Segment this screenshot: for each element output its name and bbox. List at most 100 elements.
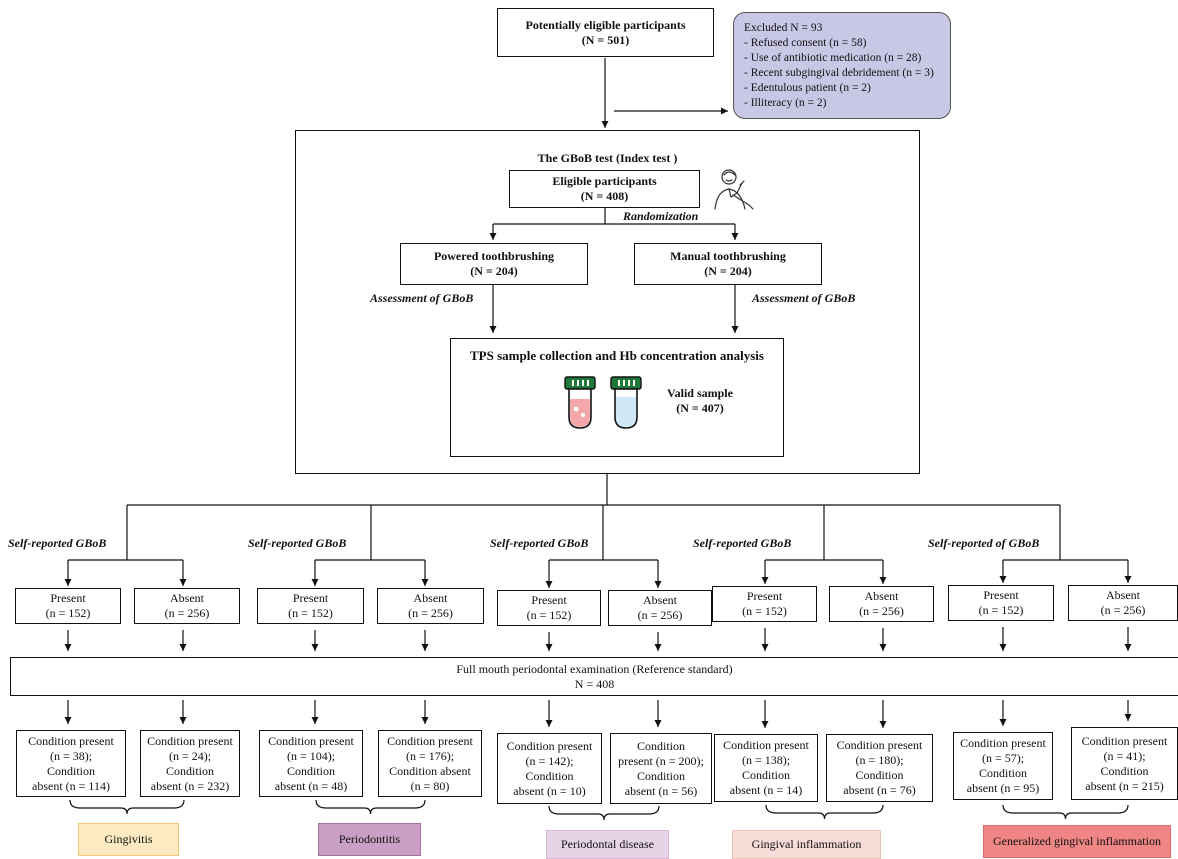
self-reported-label: Self-reported GBoB — [248, 536, 347, 550]
absent-box-line: Absent — [170, 591, 204, 605]
index-test-title: The GBoB test (Index test ) — [537, 151, 678, 165]
present-box-line: (n = 152) — [742, 604, 787, 618]
condition-absent-box-line: (n = 24); — [168, 748, 212, 763]
tps-box — [450, 338, 784, 457]
condition-absent-box-line: Condition — [636, 738, 685, 753]
condition-absent-box-line: (n = 180); — [855, 753, 904, 767]
potentially-eligible-n: (N = 501) — [581, 32, 630, 47]
excluded-header: Excluded N = 93 — [744, 22, 823, 34]
group-brace — [1002, 804, 1129, 820]
eligible-title: Eligible participants — [552, 174, 657, 188]
condition-present-box-line: Condition present — [506, 738, 593, 753]
potentially-eligible-title: Potentially eligible participants — [525, 17, 686, 32]
condition-absent-box-line: Condition — [1100, 763, 1149, 778]
present-box: Present(n = 152) — [15, 588, 121, 624]
reference-standard-box: Full mouth periodontal examination (Refe… — [10, 657, 1178, 696]
absent-box-line: (n = 256) — [1100, 603, 1146, 617]
present-box: Present(n = 152) — [497, 590, 601, 626]
blue-test-tube-icon — [610, 376, 642, 429]
red-test-tube-icon — [564, 376, 596, 429]
excluded-item: - Edentulous patient (n = 2) — [744, 82, 871, 94]
present-box-line: Present — [50, 591, 86, 605]
condition-present-box-line: (n = 142); — [525, 753, 574, 768]
outcome-label: Gingivitis — [78, 823, 179, 856]
absent-box-line: (n = 256) — [164, 606, 210, 620]
present-box: Present(n = 152) — [948, 585, 1054, 621]
present-box-line: (n = 152) — [526, 608, 572, 622]
absent-box-line: (n = 256) — [859, 604, 904, 618]
absent-box: Absent(n = 256) — [377, 588, 484, 624]
condition-present-box-line: Condition — [741, 768, 790, 782]
absent-box: Absent(n = 256) — [134, 588, 240, 624]
condition-absent-box-line: Condition absent — [389, 763, 471, 778]
excluded-item: - Recent subgingival debridement (n = 3) — [744, 67, 934, 79]
condition-absent-box-line: Condition present — [836, 738, 923, 752]
excluded-item: - Use of antibiotic medication (n = 28) — [744, 52, 922, 64]
absent-box: Absent(n = 256) — [608, 590, 712, 626]
condition-present-box-line: Condition — [978, 766, 1027, 780]
valid-sample-text: Valid sample — [667, 386, 733, 400]
condition-absent-box: Condition present(n = 176);Condition abs… — [378, 730, 482, 797]
excluded-box: Excluded N = 93 - Refused consent (n = 5… — [733, 12, 951, 119]
condition-absent-box-line: absent (n = 215) — [1085, 778, 1164, 793]
absent-box-line: (n = 256) — [408, 606, 453, 620]
absent-box: Absent(n = 256) — [1068, 585, 1178, 621]
person-icon — [714, 169, 754, 210]
group-brace — [69, 799, 185, 815]
excluded-item: - Refused consent (n = 58) — [744, 37, 867, 49]
present-box-line: (n = 152) — [45, 606, 91, 620]
powered-n: (N = 204) — [470, 264, 518, 278]
powered-title: Powered toothbrushing — [433, 249, 555, 263]
condition-absent-box-line: (n = 176); — [405, 748, 455, 763]
assessment-label-left: Assessment of GBoB — [370, 291, 474, 305]
condition-present-box-line: absent (n = 14) — [729, 783, 803, 797]
reference-title: Full mouth periodontal examination (Refe… — [456, 661, 733, 676]
excluded-item: - Illiteracy (n = 2) — [744, 97, 827, 109]
potentially-eligible-box: Potentially eligible participants (N = 5… — [497, 8, 714, 57]
absent-box-line: Absent — [643, 593, 677, 607]
manual-title: Manual toothbrushing — [670, 249, 786, 263]
condition-present-box-line: (n = 57); — [981, 751, 1025, 765]
present-box-line: (n = 152) — [288, 606, 333, 620]
outcome-label: Periodontitis — [318, 823, 421, 856]
present-box-line: Present — [292, 591, 329, 605]
randomization-label: Randomization — [623, 209, 699, 223]
condition-present-box-line: absent (n = 10) — [513, 783, 586, 798]
condition-present-box-line: Condition — [286, 763, 335, 778]
self-reported-label: Self-reported of GBoB — [928, 536, 1040, 550]
present-box-line: Present — [746, 589, 783, 603]
group-brace — [315, 799, 426, 815]
self-reported-label: Self-reported GBoB — [8, 536, 107, 550]
condition-absent-box-line: (n = 80) — [410, 778, 450, 793]
self-reported-label: Self-reported GBoB — [490, 536, 589, 550]
condition-present-box-line: absent (n = 95) — [966, 781, 1040, 795]
condition-present-box-line: (n = 38); — [49, 748, 93, 763]
valid-sample-n: (N = 407) — [676, 401, 724, 415]
outcome-label: Periodontal disease — [546, 830, 669, 859]
present-box-line: Present — [983, 588, 1019, 602]
tps-title: TPS sample collection and Hb concentrati… — [470, 348, 764, 363]
reference-n: N = 408 — [574, 676, 615, 691]
condition-absent-box-line: Condition — [855, 768, 904, 782]
condition-present-box-line: (n = 104); — [286, 748, 336, 763]
index-test-box — [295, 130, 920, 474]
condition-absent-box-line: Condition present — [387, 733, 473, 748]
outcome-label: Gingival inflammation — [732, 830, 881, 859]
absent-box-line: Absent — [413, 591, 448, 605]
condition-absent-box-line: absent (n = 232) — [150, 778, 230, 793]
condition-present-box-line: Condition present — [268, 733, 354, 748]
eligible-box: Eligible participants (N = 408) — [509, 170, 700, 208]
manual-n: (N = 204) — [704, 264, 752, 278]
condition-absent-box-line: Condition — [636, 768, 685, 783]
condition-present-box-line: (n = 138); — [741, 753, 791, 767]
present-box: Present(n = 152) — [712, 586, 817, 622]
condition-absent-box-line: absent (n = 76) — [843, 783, 916, 797]
valid-sample-label: Valid sample (N = 407) — [660, 386, 740, 416]
present-box-line: (n = 152) — [978, 603, 1024, 617]
